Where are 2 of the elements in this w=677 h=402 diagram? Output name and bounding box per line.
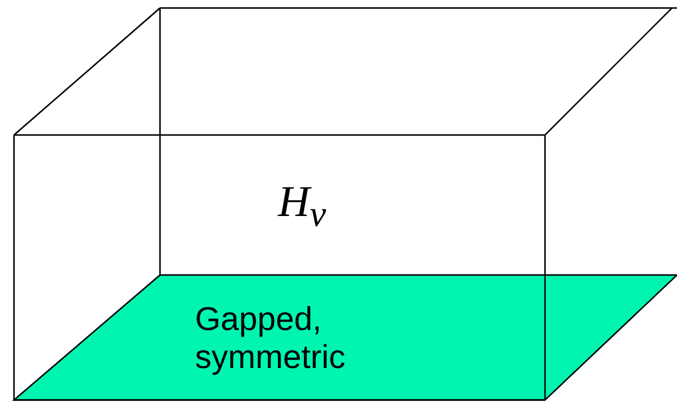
hamiltonian-symbol: H$_{ν}$ [278,176,326,235]
plane-label: Gapped, symmetric [195,300,346,376]
